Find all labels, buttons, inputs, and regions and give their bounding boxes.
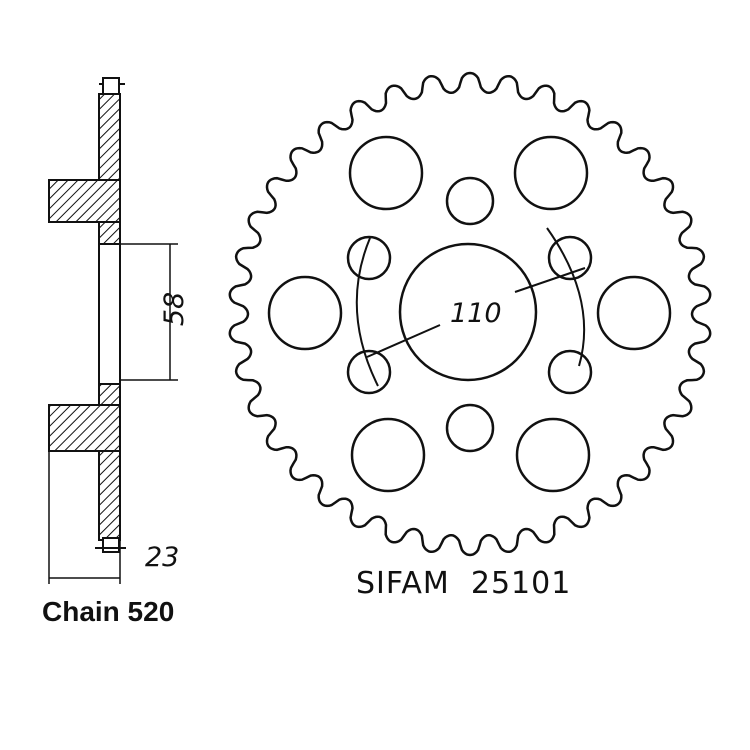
bolt-hole <box>547 235 593 281</box>
lightening-hole <box>350 417 426 493</box>
small-hole <box>445 176 495 226</box>
center-bore <box>398 242 538 382</box>
bolt-hole <box>346 235 392 281</box>
front-view: 110 SIFAM 25101 <box>228 71 712 601</box>
bolt-hole <box>346 349 392 395</box>
lightening-hole <box>348 135 424 211</box>
bolt-circle-diameter-label: 110 <box>450 298 502 329</box>
dim23-label: 23 <box>145 542 179 573</box>
bolt-circle-arc-right <box>546 227 586 367</box>
lightening-hole <box>596 275 672 351</box>
dim58-label: 58 <box>159 292 190 326</box>
brand-part-label: SIFAM 25101 <box>356 566 571 601</box>
diameter-leader-lower <box>366 324 441 358</box>
lower-hub-section <box>48 404 121 452</box>
lightening-hole <box>513 135 589 211</box>
bolt-circle-arc-left <box>355 237 379 387</box>
lightening-hole <box>515 417 591 493</box>
upper-hub-section <box>48 179 121 223</box>
bolt-hole <box>547 349 593 395</box>
side-view: 58 23 Chain 520 <box>42 77 190 627</box>
bore-gap <box>98 243 121 385</box>
lightening-hole <box>267 275 343 351</box>
chain-label: Chain 520 <box>42 596 174 627</box>
diameter-leader-upper <box>514 267 586 293</box>
top-pin <box>102 77 120 95</box>
sprocket-outline <box>228 71 712 557</box>
bottom-pin <box>102 537 120 553</box>
small-hole <box>445 403 495 453</box>
